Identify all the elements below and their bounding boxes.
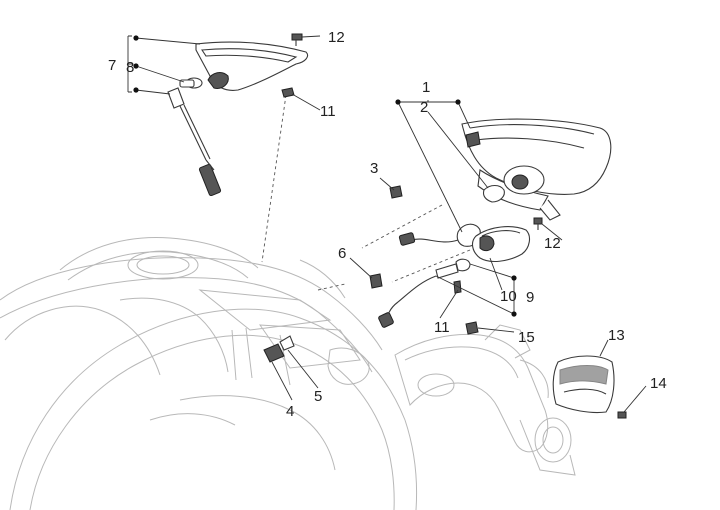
callout-6: 6 [338, 245, 346, 262]
callout-10: 10 [500, 288, 517, 305]
callout-9: 9 [526, 289, 534, 306]
callout-numbers: 1 2 3 4 5 6 7 8 9 10 11 11 12 12 13 14 1… [108, 29, 667, 420]
callout-7: 7 [108, 57, 116, 74]
callout-1: 1 [422, 79, 430, 96]
callout-5: 5 [314, 388, 322, 405]
callout-3: 3 [370, 160, 378, 177]
screw-right [533, 217, 543, 230]
callout-11-top: 11 [320, 103, 336, 120]
callout-12-top: 12 [328, 29, 345, 46]
side-marker-light-assembly [167, 41, 309, 197]
callout-2: 2 [420, 99, 428, 116]
rear-reflector [552, 355, 615, 414]
screw-14 [617, 411, 627, 419]
callout-13: 13 [608, 327, 625, 344]
rear-mudguard-outline [394, 324, 576, 476]
bulb-2 [482, 184, 505, 203]
callout-15: 15 [518, 329, 535, 346]
callout-11-mid: 11 [434, 319, 450, 336]
clip-top [281, 87, 295, 98]
bracket-7 [127, 35, 132, 93]
clip-11-mid [453, 280, 462, 294]
lamp-socket-cable [398, 223, 481, 247]
screw-top [291, 33, 303, 46]
dashed-routing-lines [261, 94, 471, 291]
leader-lines [135, 35, 647, 413]
connector-4-5 [263, 335, 295, 363]
bracket-dots [133, 35, 517, 317]
clip-6 [369, 273, 383, 289]
callout-12-right: 12 [544, 235, 561, 252]
callout-8: 8 [126, 59, 134, 76]
clip-15 [465, 321, 479, 335]
license-plate-light [378, 226, 531, 328]
callout-14: 14 [650, 375, 667, 392]
callout-4: 4 [286, 403, 294, 420]
tail-light-assembly [461, 118, 612, 221]
scooter-body-outline [0, 237, 418, 510]
